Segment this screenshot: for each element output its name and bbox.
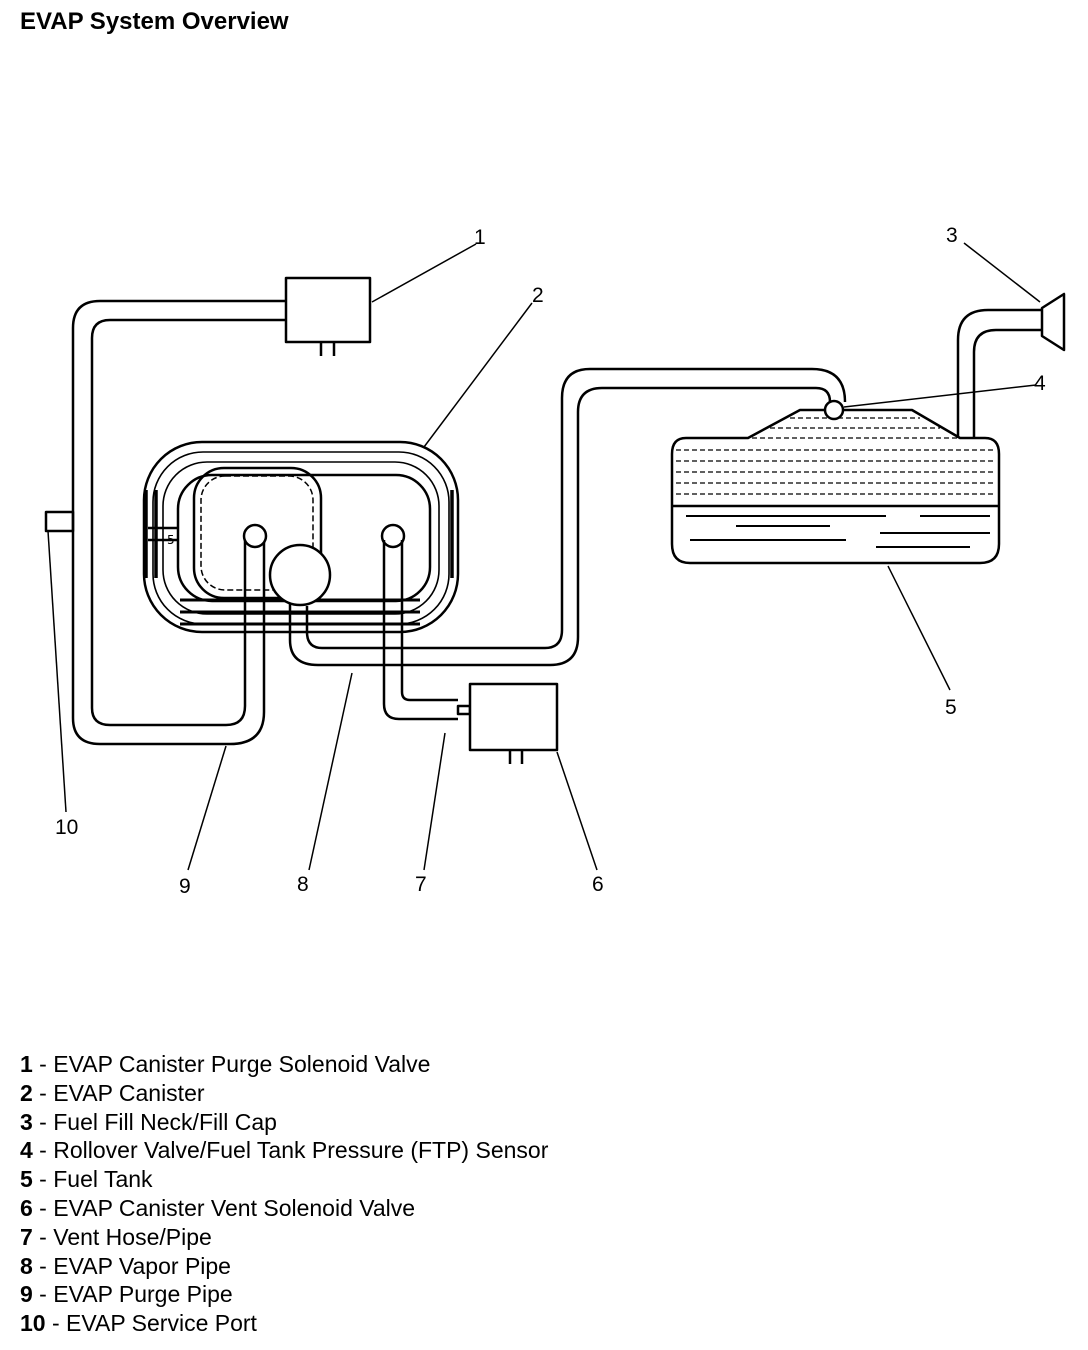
evap-vapor-pipe <box>288 367 847 667</box>
legend-item: 4 - Rollover Valve/Fuel Tank Pressure (F… <box>20 1136 548 1165</box>
legend-item: 2 - EVAP Canister <box>20 1079 548 1108</box>
legend-separator: - <box>45 1310 67 1337</box>
legend-number: 5 <box>20 1166 33 1193</box>
evap-purge-pipe <box>71 299 286 746</box>
legend-separator: - <box>32 1051 54 1077</box>
purge-pipe-opening <box>242 523 268 549</box>
callout-4: 4 <box>1034 372 1046 395</box>
legend-item: 9 - EVAP Purge Pipe <box>20 1280 548 1309</box>
fuel-tank <box>670 408 1001 565</box>
legend-number: 4 <box>20 1137 33 1164</box>
rollover-valve <box>823 399 845 421</box>
legend-text: Fuel Fill Neck/Fill Cap <box>53 1108 277 1135</box>
vent-pipe-opening <box>380 523 406 549</box>
evap-diagram: 5 <box>44 224 1066 898</box>
legend-number: 2 <box>20 1079 33 1106</box>
legend-text: Vent Hose/Pipe <box>53 1223 212 1250</box>
fuel-fill-cap <box>1040 292 1066 352</box>
legend-text: EVAP Canister Purge Solenoid Valve <box>53 1051 431 1077</box>
legend-separator: - <box>32 1252 54 1279</box>
legend-number: 6 <box>20 1194 33 1221</box>
callout-1: 1 <box>474 226 486 249</box>
leader-lines <box>47 242 1041 871</box>
legend-number: 9 <box>20 1281 33 1308</box>
callout-8: 8 <box>297 873 309 896</box>
vent-solenoid-valve <box>456 682 559 764</box>
callout-5: 5 <box>945 696 957 719</box>
legend-item: 7 - Vent Hose/Pipe <box>20 1223 548 1252</box>
legend-number: 8 <box>20 1252 33 1279</box>
callout-9: 9 <box>179 875 191 898</box>
purge-solenoid-valve <box>284 276 372 356</box>
legend-separator: - <box>32 1108 54 1135</box>
callout-2: 2 <box>532 284 544 307</box>
legend-text: Fuel Tank <box>53 1166 153 1193</box>
legend-item: 3 - Fuel Fill Neck/Fill Cap <box>20 1108 548 1137</box>
callout-7: 7 <box>415 873 427 896</box>
legend-separator: - <box>32 1194 54 1221</box>
fill-neck-pipe <box>956 308 1042 438</box>
legend-item: 1 - EVAP Canister Purge Solenoid Valve <box>20 1050 548 1079</box>
page-title: EVAP System Overview <box>20 8 289 35</box>
callout-6: 6 <box>592 873 604 896</box>
legend: 1 - EVAP Canister Purge Solenoid Valve 2… <box>20 1050 548 1338</box>
legend-text: EVAP Purge Pipe <box>53 1281 233 1308</box>
legend-number: 7 <box>20 1223 33 1250</box>
callout-10: 10 <box>55 816 78 839</box>
legend-separator: - <box>32 1223 54 1250</box>
svg-text:5: 5 <box>167 533 175 547</box>
callout-3: 3 <box>946 224 958 247</box>
legend-item: 5 - Fuel Tank <box>20 1165 548 1194</box>
legend-text: EVAP Vapor Pipe <box>53 1252 231 1279</box>
legend-separator: - <box>32 1166 54 1193</box>
legend-separator: - <box>32 1281 54 1308</box>
legend-text: EVAP Service Port <box>66 1310 257 1337</box>
legend-text: EVAP Canister <box>53 1079 205 1106</box>
canister-vapor-inlet <box>268 543 332 607</box>
legend-item: 8 - EVAP Vapor Pipe <box>20 1252 548 1281</box>
legend-number: 1 <box>20 1051 33 1077</box>
legend-item: 6 - EVAP Canister Vent Solenoid Valve <box>20 1194 548 1223</box>
legend-item: 10 - EVAP Service Port <box>20 1309 548 1338</box>
evap-service-port <box>44 510 75 533</box>
legend-text: EVAP Canister Vent Solenoid Valve <box>53 1194 416 1221</box>
legend-separator: - <box>32 1137 54 1164</box>
vent-hose-pipe <box>382 540 458 721</box>
legend-text: Rollover Valve/Fuel Tank Pressure (FTP) … <box>53 1137 549 1164</box>
legend-number: 3 <box>20 1108 33 1135</box>
legend-separator: - <box>32 1079 54 1106</box>
legend-number: 10 <box>20 1310 46 1337</box>
